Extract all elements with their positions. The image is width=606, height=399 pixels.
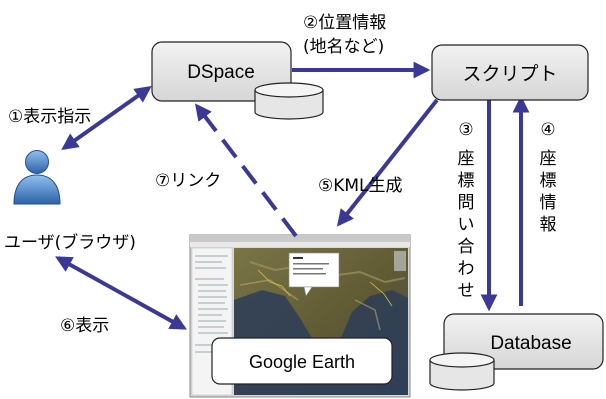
label-location-info-2: (地名など) [303, 37, 384, 57]
google-earth-node: Google Earth [211, 337, 393, 385]
database-storage-icon [429, 352, 495, 391]
label-coord-info-num: ④ [540, 120, 555, 140]
label-coord-query-char: わ [458, 259, 475, 279]
arrow-display-instruction [61, 86, 152, 150]
label-coord-info-char: 標 [540, 171, 557, 191]
label-coord-query-char: 問 [458, 193, 475, 213]
user-icon [13, 150, 61, 205]
script-node: スクリプト [431, 44, 589, 101]
arrows [55, 61, 530, 330]
google-earth-label: Google Earth [249, 352, 355, 372]
database-node: Database [429, 313, 604, 391]
label-coord-query-num: ③ [458, 120, 473, 140]
label-kml-generate: ⑤KML生成 [318, 176, 403, 196]
label-coord-info: ④ 座 標 情 報 [540, 120, 557, 235]
label-coord-info-char: 座 [540, 149, 557, 169]
label-coord-query-char: 合 [458, 237, 475, 257]
label-coord-query-char: 標 [458, 171, 475, 191]
label-location-info-1: ②位置情報 [303, 13, 386, 33]
label-link: ⑦リンク [155, 171, 221, 191]
dspace-storage-icon [254, 82, 324, 120]
dspace-label: DSpace [187, 62, 255, 83]
arrow-link [194, 103, 298, 238]
arrow-display [55, 256, 187, 330]
database-label: Database [490, 333, 571, 354]
arrow-kml-generate [336, 98, 439, 227]
label-coord-query-char: せ [458, 281, 475, 301]
label-coord-info-char: 報 [540, 215, 557, 235]
label-coord-query-char: い [458, 215, 475, 235]
script-label: スクリプト [462, 63, 557, 85]
user-label: ユーザ(ブラウザ) [4, 232, 136, 253]
label-coord-info-char: 情 [540, 193, 557, 213]
label-display: ⑥表示 [60, 316, 109, 336]
label-coord-query-char: 座 [458, 149, 475, 169]
label-coord-query: ③ 座 標 問 い 合 わ せ [458, 120, 475, 301]
label-display-instruction: ①表示指示 [8, 107, 91, 127]
dspace-node: DSpace [151, 41, 324, 120]
